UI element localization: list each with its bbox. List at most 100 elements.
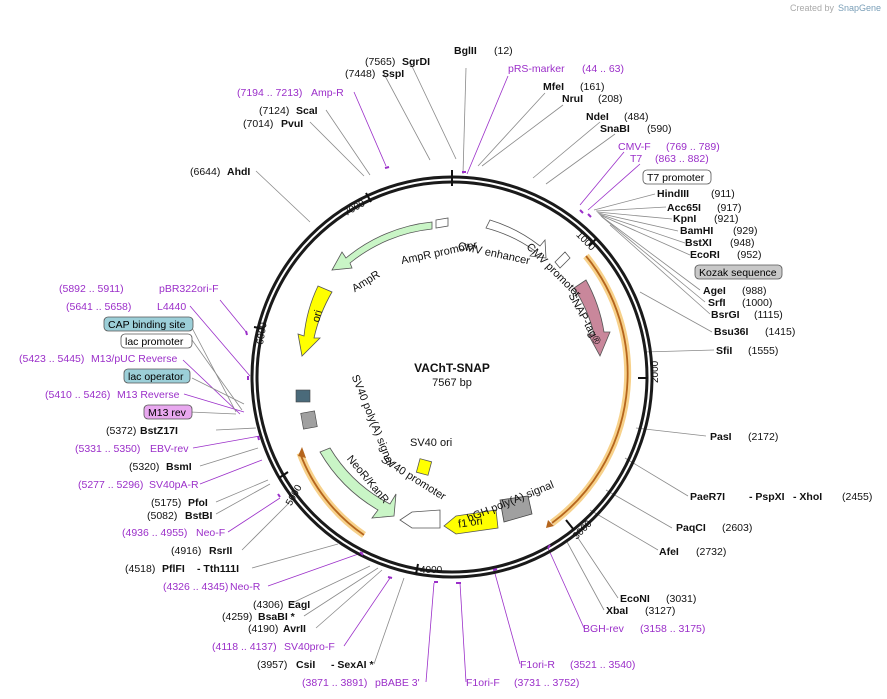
box-t7-promoter: T7 promoter xyxy=(647,172,705,184)
site-label-60: (3957) xyxy=(257,659,287,671)
site-label-75: - Tth111I xyxy=(197,563,239,575)
site-label-42: - XhoI xyxy=(793,491,822,503)
ori-feature[interactable] xyxy=(297,285,333,357)
site-label-0: BglII xyxy=(454,45,477,57)
site-label-22: BamHI xyxy=(680,225,713,237)
bgh-polya-feature[interactable] xyxy=(499,495,533,523)
site-label-88: (5331 .. 5350) xyxy=(75,443,140,455)
cmv-enhancer-feature[interactable] xyxy=(485,219,547,259)
site-label-25: (948) xyxy=(730,237,755,249)
brand-text: SnapGene xyxy=(838,3,881,13)
site-label-36: SfiI xyxy=(716,345,732,357)
site-label-47: (2732) xyxy=(696,546,726,558)
site-label-54: F1ori-R xyxy=(520,659,555,671)
f1-ori-feature[interactable] xyxy=(443,509,499,535)
scale-ticks xyxy=(253,192,648,575)
site-label-57: (3731 .. 3752) xyxy=(514,677,579,689)
site-label-34: Bsu36I xyxy=(714,326,749,338)
site-label-55: (3521 .. 3540) xyxy=(570,659,635,671)
site-label-69: (4306) xyxy=(253,599,283,611)
ampr-feature[interactable] xyxy=(331,221,433,271)
site-label-27: (952) xyxy=(737,249,762,261)
site-label-40: PaeR7I xyxy=(690,491,725,503)
site-label-107: Amp-R xyxy=(311,87,344,99)
cmv-promoter-feature[interactable] xyxy=(554,251,571,269)
tick-2000: 2000 xyxy=(650,360,661,383)
site-label-2: pRS-marker xyxy=(508,63,565,75)
site-label-31: (1000) xyxy=(742,297,772,309)
site-label-26: EcoRI xyxy=(690,249,720,261)
site-label-111: SgrDI xyxy=(402,56,430,68)
site-label-93: M13 Reverse xyxy=(117,389,180,401)
site-label-48: EcoNI xyxy=(620,593,650,605)
ampr-promoter-feature[interactable] xyxy=(435,217,449,229)
tick-7000: 7000 xyxy=(342,198,367,219)
site-label-103: PvuI xyxy=(281,118,303,130)
site-label-91: BstZ17I xyxy=(140,425,178,437)
label-ori: ori xyxy=(310,309,325,324)
site-label-16: HindIII xyxy=(657,188,689,200)
site-label-73: (4518) xyxy=(125,563,155,575)
site-label-83: PfoI xyxy=(188,497,208,509)
tick-4000: 4000 xyxy=(420,565,443,576)
snap-tag-feature[interactable] xyxy=(573,279,611,357)
site-label-71: (4326 .. 4345) xyxy=(163,581,228,593)
site-label-24: BstXI xyxy=(685,237,712,249)
site-label-94: (5423 .. 5445) xyxy=(19,353,84,365)
label-cmv-enhancer: CMV enhancer xyxy=(457,240,532,267)
site-label-109: SspI xyxy=(382,68,404,80)
site-label-17: (911) xyxy=(711,188,735,200)
site-label-67: (4259) xyxy=(222,611,252,623)
sv40-promoter-feature[interactable] xyxy=(399,509,441,529)
site-label-19: (917) xyxy=(717,202,742,214)
sv40-polya-block[interactable] xyxy=(300,410,318,430)
site-label-49: (3031) xyxy=(666,593,696,605)
site-label-23: (929) xyxy=(733,225,758,237)
site-label-46: AfeI xyxy=(659,546,679,558)
site-label-51: (3127) xyxy=(645,605,675,617)
snap-cds-arrowhead xyxy=(546,520,554,528)
site-label-18: Acc65I xyxy=(667,202,701,214)
site-label-35: (1415) xyxy=(765,326,795,338)
site-label-50: XbaI xyxy=(606,605,628,617)
site-label-30: SrfI xyxy=(708,297,726,309)
neo-cds-arrowhead xyxy=(298,447,306,458)
site-label-6: NruI xyxy=(562,93,583,105)
neo-feature[interactable] xyxy=(319,447,397,519)
site-label-38: PasI xyxy=(710,431,732,443)
site-label-52: BGH-rev xyxy=(583,623,625,635)
site-label-53: (3158 .. 3175) xyxy=(640,623,705,635)
credit-text: Created by xyxy=(790,3,835,13)
site-label-66: AvrII xyxy=(283,623,306,635)
site-label-87: BsmI xyxy=(166,461,192,473)
site-label-13: (769 .. 789) xyxy=(666,141,720,153)
sv40-polya-feature[interactable] xyxy=(295,389,311,403)
site-label-59: pBABE 3' xyxy=(375,677,420,689)
site-label-74: PflFI xyxy=(162,563,185,575)
site-label-4: MfeI xyxy=(543,81,564,93)
sv40-ori-feature[interactable] xyxy=(415,458,433,476)
box-cap-binding: CAP binding site xyxy=(108,319,186,331)
site-label-100: (6644) xyxy=(190,166,220,178)
label-sv40-polya: SV40 poly(A) signal xyxy=(349,373,396,467)
site-label-101: AhdI xyxy=(227,166,250,178)
tick-6000: 6000 xyxy=(255,321,270,345)
site-label-65: (4190) xyxy=(248,623,278,635)
site-label-80: (5082) xyxy=(147,510,177,522)
site-label-81: BstBI xyxy=(185,510,213,522)
site-label-99: pBR322ori-F xyxy=(159,283,219,295)
site-label-10: SnaBI xyxy=(600,123,630,135)
site-label-98: (5892 .. 5911) xyxy=(59,283,124,295)
site-label-39: (2172) xyxy=(748,431,778,443)
site-label-108: (7448) xyxy=(345,68,375,80)
plasmid-length: 7567 bp xyxy=(432,377,472,389)
site-label-32: BsrGI xyxy=(711,309,740,321)
site-label-45: (2603) xyxy=(722,522,752,534)
site-label-12: CMV-F xyxy=(618,141,651,153)
site-label-15: (863 .. 882) xyxy=(655,153,709,165)
site-label-20: KpnI xyxy=(673,213,696,225)
site-label-104: (7124) xyxy=(259,105,289,117)
site-label-3: (44 .. 63) xyxy=(582,63,624,75)
